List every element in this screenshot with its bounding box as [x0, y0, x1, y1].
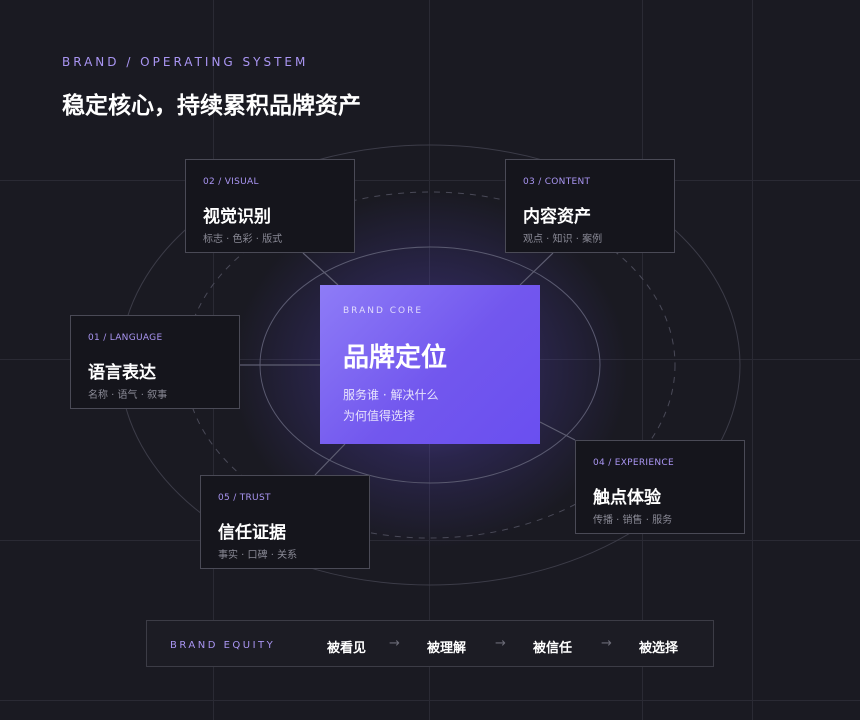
node-content: 03 / CONTENT 内容资产 观点 · 知识 · 案例	[505, 159, 675, 253]
arrow-right-icon: →	[389, 636, 400, 651]
node-title: 语言表达	[88, 363, 156, 383]
node-language: 01 / LANGUAGE 语言表达 名称 · 语气 · 叙事	[70, 315, 240, 409]
connector-experience	[539, 421, 576, 441]
node-code: 05 / TRUST	[218, 493, 271, 503]
node-code: 03 / CONTENT	[523, 177, 591, 187]
core-description-line: 服务谁 · 解决什么	[343, 388, 439, 402]
connector-visual	[302, 252, 339, 286]
equity-step-trusted: 被信任	[533, 641, 573, 656]
equity-step-seen: 被看见	[327, 641, 367, 656]
equity-step-chosen: 被选择	[639, 641, 679, 656]
node-code: 02 / VISUAL	[203, 177, 259, 187]
node-code: 01 / LANGUAGE	[88, 333, 163, 343]
node-title: 触点体验	[593, 488, 661, 508]
equity-step-understood: 被理解	[427, 641, 467, 656]
equity-label: BRAND EQUITY	[170, 640, 276, 651]
node-tags: 标志 · 色彩 · 版式	[203, 234, 283, 245]
core-description: 服务谁 · 解决什么 为何值得选择	[343, 385, 438, 427]
node-code: 04 / EXPERIENCE	[593, 458, 674, 468]
node-title: 信任证据	[218, 523, 286, 543]
brand-core-card: BRAND CORE 品牌定位 服务谁 · 解决什么 为何值得选择	[320, 285, 540, 444]
page-title: 稳定核心，持续累积品牌资产	[62, 93, 361, 119]
arrow-right-icon: →	[495, 636, 506, 651]
core-description-line: 为何值得选择	[343, 409, 416, 423]
node-title: 视觉识别	[203, 207, 271, 227]
node-trust: 05 / TRUST 信任证据 事实 · 口碑 · 关系	[200, 475, 370, 569]
arrow-right-icon: →	[601, 636, 612, 651]
node-tags: 名称 · 语气 · 叙事	[88, 390, 168, 401]
node-tags: 观点 · 知识 · 案例	[523, 234, 603, 245]
brand-equity-bar: BRAND EQUITY 被看见 → 被理解 → 被信任 → 被选择	[146, 620, 714, 667]
core-title: 品牌定位	[343, 343, 448, 373]
connector-content	[519, 252, 554, 286]
node-visual: 02 / VISUAL 视觉识别 标志 · 色彩 · 版式	[185, 159, 355, 253]
core-label: BRAND CORE	[343, 306, 424, 316]
node-title: 内容资产	[523, 207, 591, 227]
eyebrow-label: BRAND / OPERATING SYSTEM	[62, 55, 309, 69]
node-experience: 04 / EXPERIENCE 触点体验 传播 · 销售 · 服务	[575, 440, 745, 534]
connector-trust	[314, 443, 346, 476]
node-tags: 事实 · 口碑 · 关系	[218, 550, 298, 561]
node-tags: 传播 · 销售 · 服务	[593, 515, 673, 526]
